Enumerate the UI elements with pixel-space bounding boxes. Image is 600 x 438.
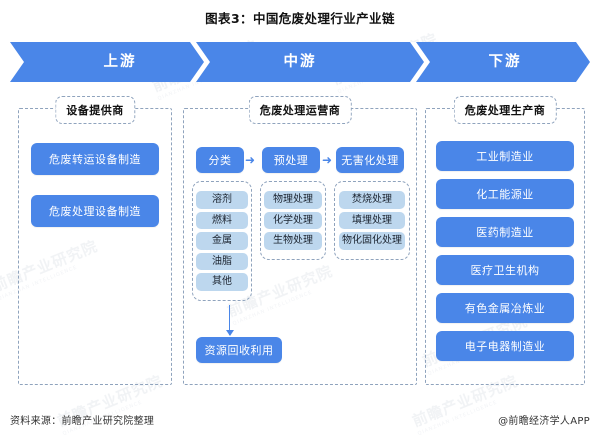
process-box-pretreatment[interactable]: 预处理 (262, 147, 320, 173)
process-box-classification[interactable]: 分类 (196, 147, 244, 173)
banner-label-downstream: 下游 (488, 54, 522, 70)
sub-group-classification: 溶剂 燃料 金属 油脂 其他 (192, 181, 252, 301)
column-midstream: 危废处理运营商 分类 ➜ 预处理 ➜ 无害化处理 溶剂 燃料 金属 油脂 其他 … (183, 96, 417, 385)
arrow-right-icon: ➜ (244, 153, 256, 167)
sub-item[interactable]: 生物处理 (264, 232, 322, 250)
sub-item[interactable]: 化学处理 (264, 211, 322, 229)
upstream-item-0[interactable]: 危废转运设备制造 (31, 143, 159, 175)
downstream-item-3[interactable]: 医疗卫生机构 (436, 255, 574, 285)
arrow-down-icon (225, 305, 234, 336)
page-title: 图表3：中国危废处理行业产业链 (205, 11, 395, 26)
sub-item[interactable]: 金属 (195, 232, 249, 250)
upstream-item-1[interactable]: 危废处理设备制造 (31, 195, 159, 227)
banner-label-midstream: 中游 (283, 54, 317, 70)
downstream-item-1[interactable]: 化工能源业 (436, 179, 574, 209)
source-note: 资料来源：前瞻产业研究院整理 (10, 416, 155, 427)
sub-group-harmless-treatment: 焚烧处理 填埋处理 物化固化处理 (334, 181, 410, 260)
column-header-midstream: 危废处理运营商 (248, 96, 352, 124)
downstream-item-4[interactable]: 有色金属冶炼业 (436, 293, 574, 323)
banner-label-upstream: 上游 (103, 54, 137, 70)
sub-item[interactable]: 油脂 (195, 252, 249, 270)
process-box-harmless-treatment[interactable]: 无害化处理 (336, 147, 404, 173)
downstream-item-2[interactable]: 医药制造业 (436, 217, 574, 247)
sub-item[interactable]: 填埋处理 (338, 211, 406, 229)
downstream-item-0[interactable]: 工业制造业 (436, 141, 574, 171)
banner-shape (10, 42, 590, 82)
sub-item[interactable]: 物化固化处理 (338, 232, 406, 250)
sub-item[interactable]: 焚烧处理 (338, 191, 406, 209)
arrow-right-icon: ➜ (321, 153, 333, 167)
app-credit: @前瞻经济学人APP (498, 416, 590, 427)
column-header-upstream: 设备提供商 (55, 96, 135, 124)
sub-item[interactable]: 燃料 (195, 211, 249, 229)
downstream-item-5[interactable]: 电子电器制造业 (436, 331, 574, 361)
sub-group-pretreatment: 物理处理 化学处理 生物处理 (260, 181, 326, 260)
column-header-downstream: 危废处理生产商 (453, 96, 557, 124)
sub-item[interactable]: 溶剂 (195, 191, 249, 209)
sub-item[interactable]: 其他 (195, 273, 249, 291)
column-downstream: 危废处理生产商 工业制造业 化工能源业 医药制造业 医疗卫生机构 有色金属冶炼业… (425, 96, 585, 385)
sub-item[interactable]: 物理处理 (264, 191, 322, 209)
column-upstream: 设备提供商 危废转运设备制造 危废处理设备制造 (18, 96, 172, 385)
value-chain-banner: 上游 中游 下游 (10, 42, 590, 82)
resource-recycling-box[interactable]: 资源回收利用 (196, 337, 282, 363)
